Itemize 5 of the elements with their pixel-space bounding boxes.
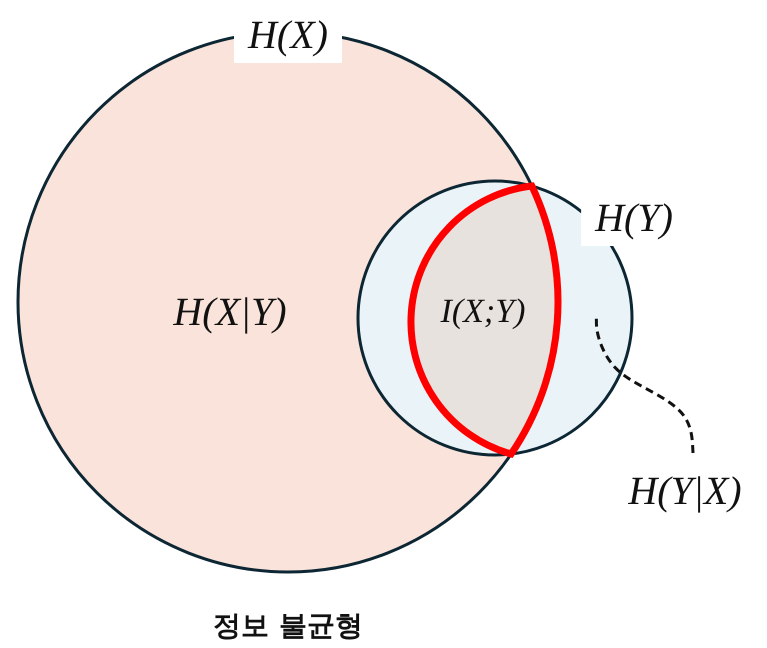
region-label: H(X|Y) — [173, 292, 287, 332]
caption: 정보 불균형 — [213, 608, 363, 644]
region-label: H(Y|X) — [628, 471, 742, 511]
leader-line — [594, 318, 694, 454]
region-label: I(X;Y) — [440, 294, 526, 329]
